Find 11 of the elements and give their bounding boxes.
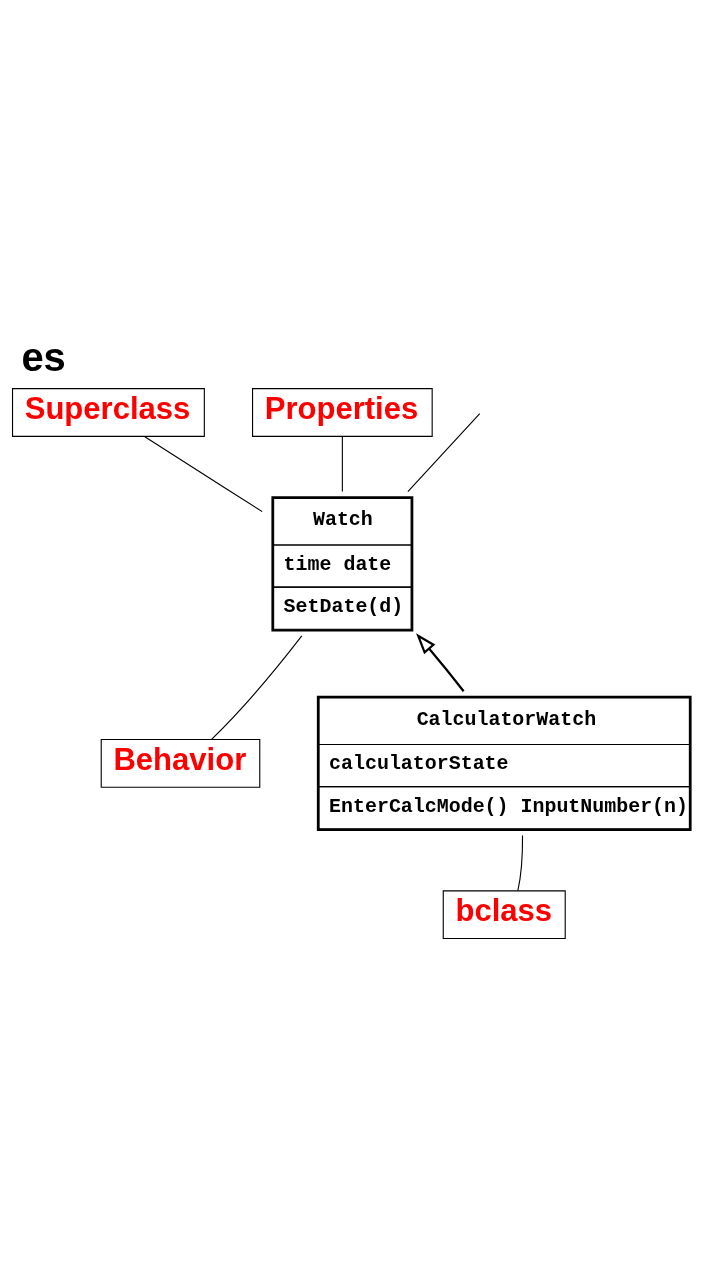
connector <box>341 436 343 493</box>
node-box: Behavior <box>100 739 261 788</box>
connector <box>517 835 524 892</box>
node-box: bclass <box>442 890 566 940</box>
connector <box>210 635 303 741</box>
node-box: Properties <box>252 388 433 437</box>
arrow <box>416 633 465 692</box>
connector <box>407 413 481 493</box>
connector <box>143 436 263 513</box>
node-box: Superclass <box>11 388 205 437</box>
diagram-title: es <box>21 334 66 379</box>
